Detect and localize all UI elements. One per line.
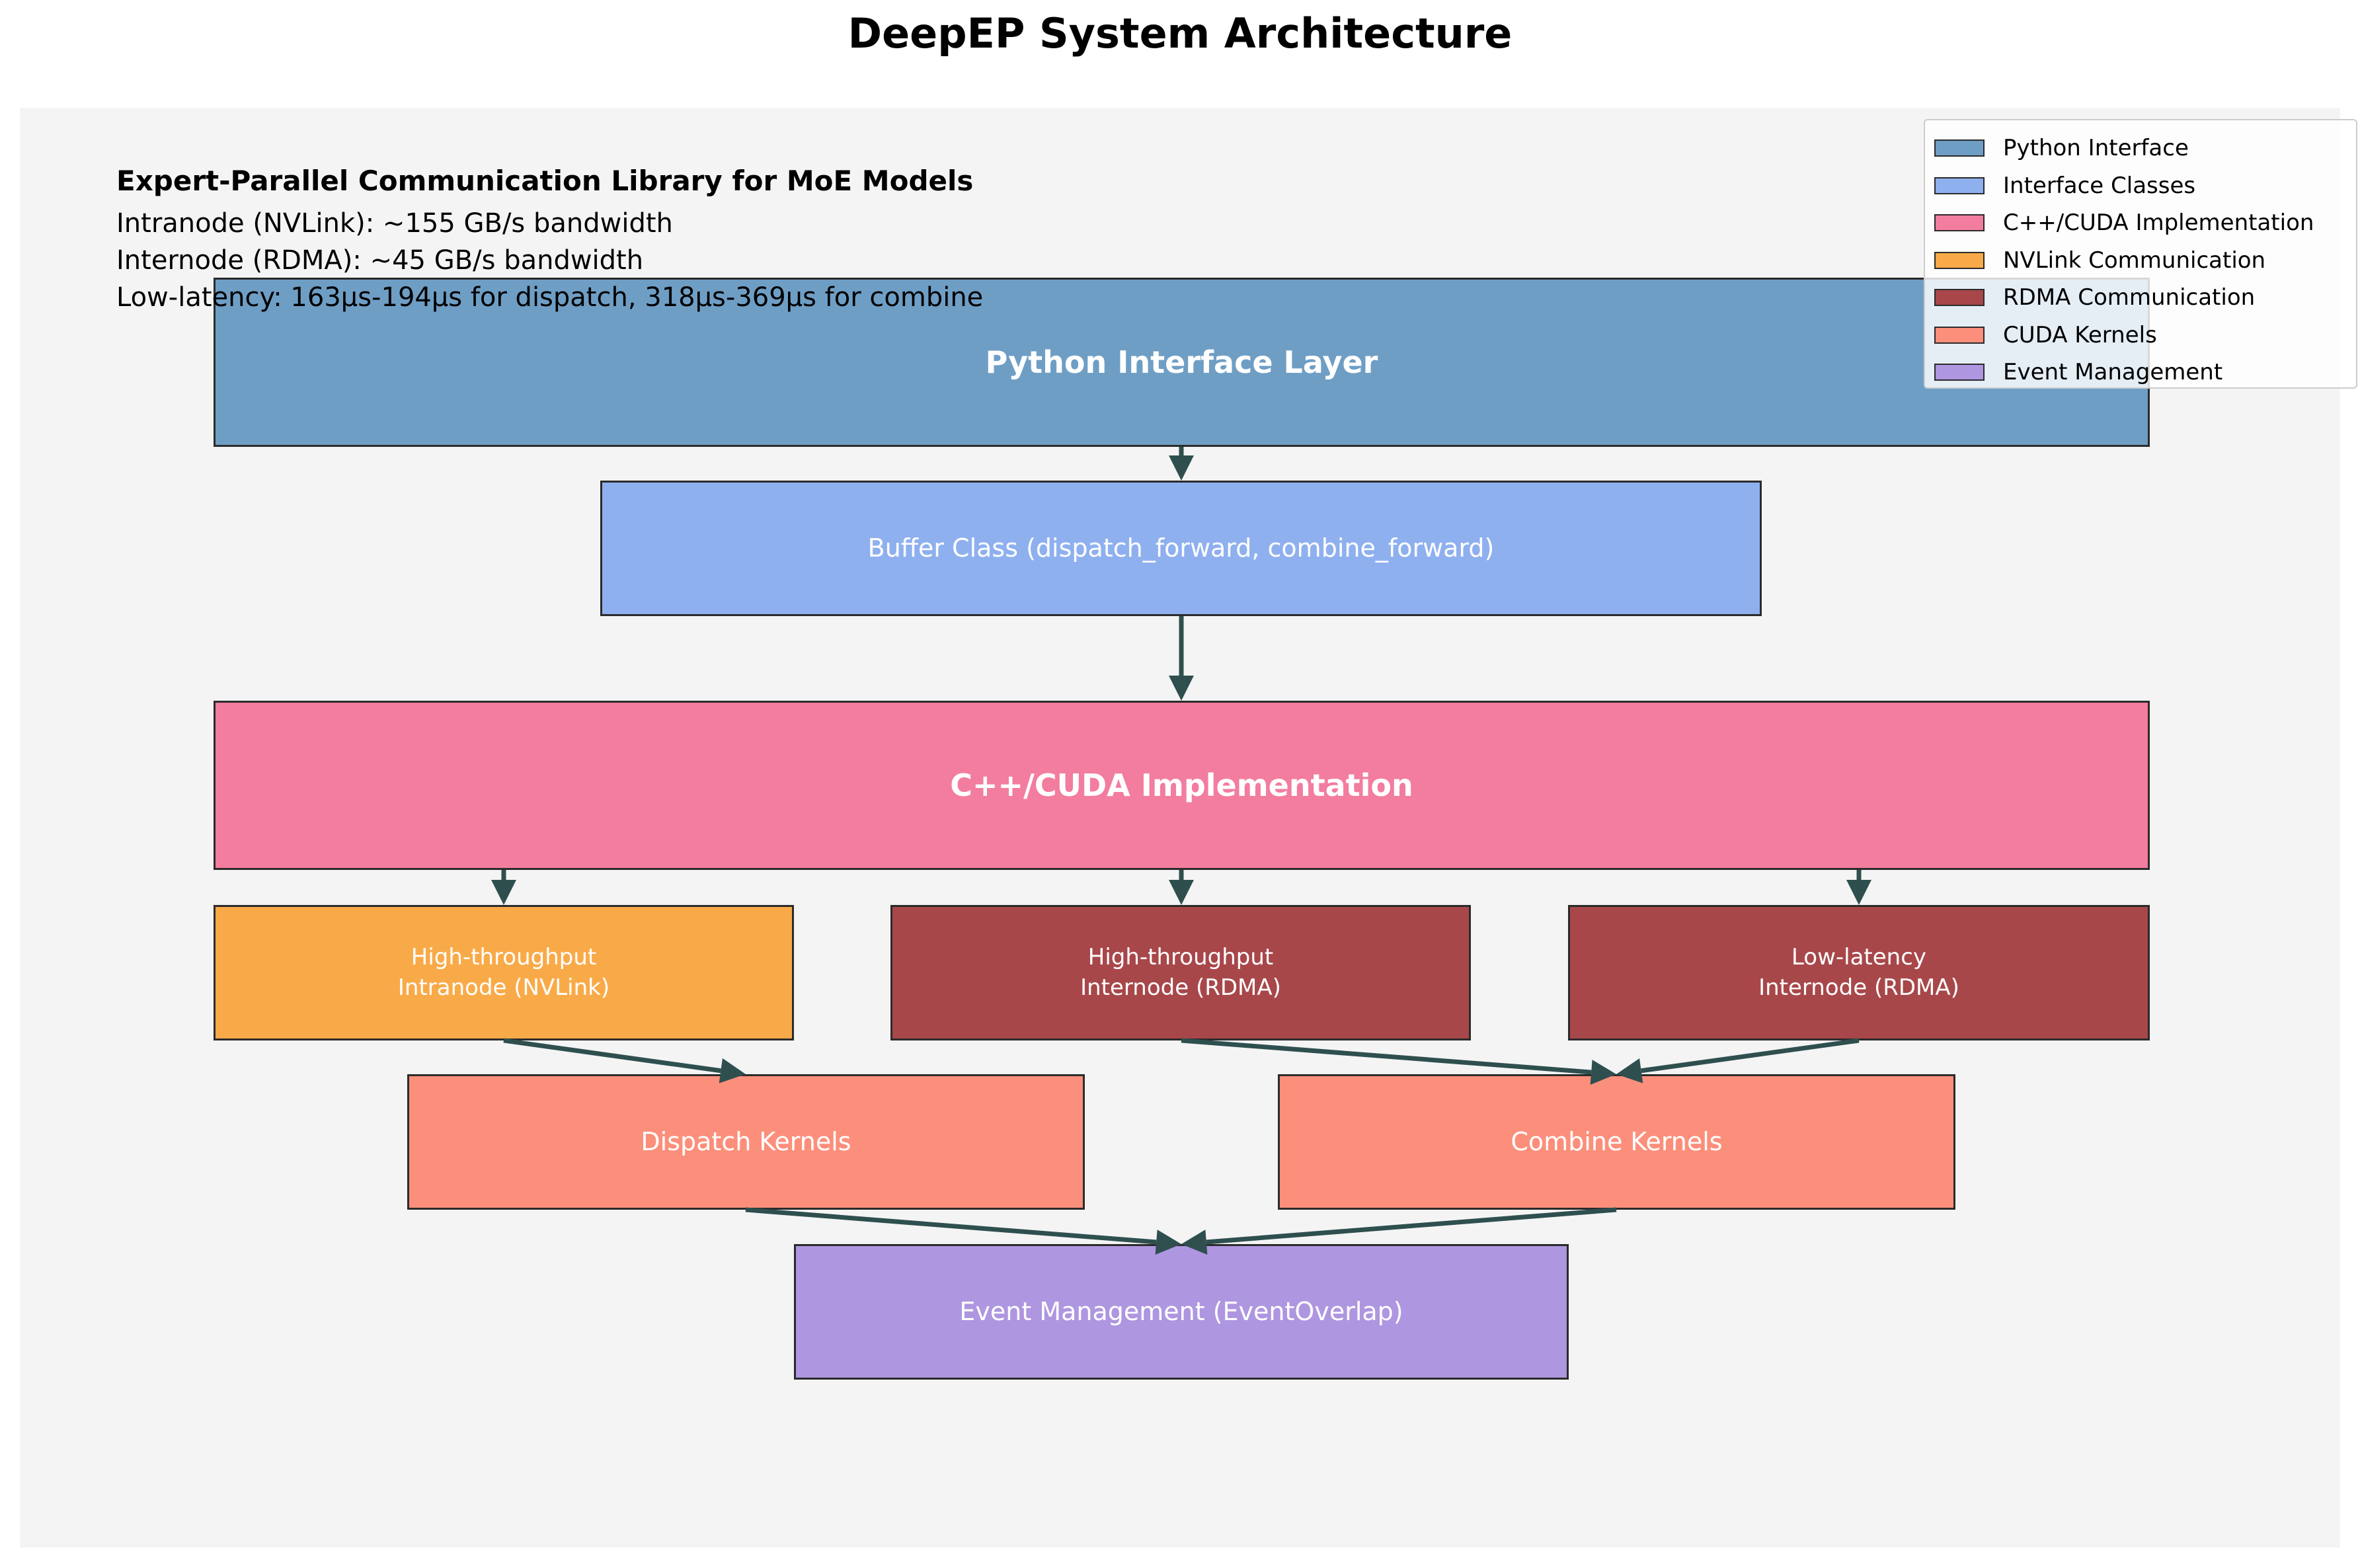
python-interface-layer-box: Python Interface Layer: [214, 278, 2150, 447]
ht-intranode-box: High-throughput Intranode (NVLink): [214, 905, 794, 1040]
buffer-class-label: Buffer Class (dispatch_forward, combine_…: [867, 533, 1495, 563]
arrow-head: [1616, 1058, 1643, 1083]
legend-swatch: [1934, 214, 1985, 232]
cpp-cuda-implementation-label: C++/CUDA Implementation: [950, 767, 1413, 803]
arrow-head: [491, 880, 516, 905]
connector-line: [503, 1038, 721, 1074]
combine-kernels-label: Combine Kernels: [1511, 1126, 1723, 1156]
legend-label: Interface Classes: [2003, 172, 2196, 199]
ht-internode-label: High-throughput Internode (RDMA): [1080, 943, 1281, 1001]
arrow-head: [719, 1058, 746, 1083]
ll-internode-label: Low-latency Internode (RDMA): [1758, 943, 1959, 1001]
legend-swatch: [1934, 139, 1985, 157]
arrow-head: [1169, 880, 1194, 905]
legend-swatch: [1934, 326, 1985, 344]
legend-label: CUDA Kernels: [2003, 321, 2157, 348]
legend-label: RDMA Communication: [2003, 284, 2256, 311]
cpp-cuda-implementation-box: C++/CUDA Implementation: [214, 701, 2150, 870]
info-heading: Expert-Parallel Communication Library fo…: [116, 165, 974, 197]
event-management-box: Event Management (EventOverlap): [794, 1244, 1569, 1380]
python-interface-layer-label: Python Interface Layer: [985, 344, 1378, 380]
legend-swatch: [1934, 251, 1985, 269]
info-text-block: Expert-Parallel Communication Library fo…: [116, 163, 983, 316]
legend: Python Interface Interface Classes C++/C…: [1924, 119, 2357, 389]
legend-item-cuda-kernels: CUDA Kernels: [1934, 317, 2349, 354]
arrow-head: [1590, 1060, 1616, 1085]
legend-swatch: [1934, 176, 1985, 194]
arrow-head: [1155, 1230, 1181, 1255]
connector-line: [745, 1207, 1157, 1245]
arrow-head: [1846, 880, 1871, 905]
legend-item-python-interface: Python Interface: [1934, 130, 2349, 167]
ht-intranode-label: High-throughput Intranode (NVLink): [397, 943, 610, 1001]
connector-line: [1206, 1207, 1617, 1245]
legend-item-interface-classes: Interface Classes: [1934, 167, 2349, 205]
arrow-head: [1181, 1230, 1208, 1255]
legend-label: Python Interface: [2003, 135, 2189, 162]
legend-label: NVLink Communication: [2003, 247, 2266, 274]
arrow-head: [1169, 455, 1194, 481]
legend-item-event-management: Event Management: [1934, 354, 2349, 391]
legend-label: Event Management: [2003, 359, 2223, 386]
combine-kernels-box: Combine Kernels: [1278, 1074, 1955, 1210]
legend-item-cpp-cuda: C++/CUDA Implementation: [1934, 204, 2349, 242]
info-line-intranode: Intranode (NVLink): ~155 GB/s bandwidth: [116, 208, 673, 239]
dispatch-kernels-label: Dispatch Kernels: [641, 1126, 851, 1156]
connector-line: [1641, 1038, 1860, 1074]
legend-swatch: [1934, 289, 1985, 307]
ll-internode-box: Low-latency Internode (RDMA): [1568, 905, 2150, 1040]
ht-internode-box: High-throughput Internode (RDMA): [890, 905, 1471, 1040]
legend-item-nvlink: NVLink Communication: [1934, 242, 2349, 280]
arrow-head: [1169, 676, 1194, 701]
legend-label: C++/CUDA Implementation: [2003, 210, 2314, 237]
info-line-internode: Internode (RDMA): ~45 GB/s bandwidth: [116, 245, 644, 276]
legend-swatch: [1934, 364, 1985, 381]
diagram-title: DeepEP System Architecture: [847, 9, 1513, 58]
event-management-label: Event Management (EventOverlap): [959, 1296, 1403, 1326]
connector-line: [1181, 1038, 1592, 1075]
legend-item-rdma: RDMA Communication: [1934, 279, 2349, 317]
info-line-low-latency: Low-latency: 163μs-194μs for dispatch, 3…: [116, 282, 984, 313]
buffer-class-box: Buffer Class (dispatch_forward, combine_…: [600, 481, 1762, 616]
